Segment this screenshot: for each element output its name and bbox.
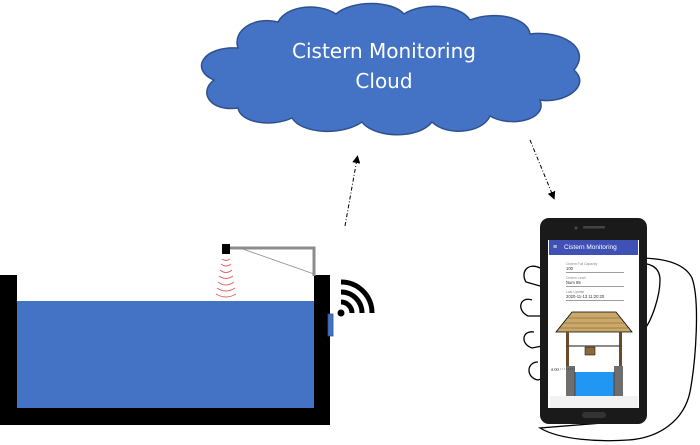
wifi-signal-icon [337, 279, 375, 317]
cloud-shape [200, 2, 581, 136]
field-level[interactable]: Cistern Level Num 95 [566, 276, 624, 287]
controller-box [327, 313, 334, 337]
field-last-update[interactable]: Last Update 2020-11-13 11:20:20 [566, 290, 624, 301]
field-label: Last Update [566, 290, 585, 294]
field-capacity[interactable]: Cistern Full Capacity 100 [566, 262, 624, 273]
field-value: Num 95 [566, 280, 624, 287]
well-level-label: 0.00 [551, 367, 559, 372]
ultrasonic-sensor-icon [222, 244, 230, 254]
well-water [575, 372, 614, 396]
sensor-mount [222, 244, 316, 276]
cistern-tank [0, 275, 334, 425]
well-illustration [550, 311, 638, 408]
field-label: Cistern Full Capacity [566, 262, 598, 266]
app-bar: ≡ Cistern Monitoring [549, 240, 638, 255]
water-body [17, 301, 314, 408]
field-value: 2020-11-13 11:20:20 [566, 294, 624, 301]
app-title: Cistern Monitoring [564, 244, 617, 251]
hamburger-menu-icon[interactable]: ≡ [553, 244, 558, 251]
download-arrow [529, 139, 556, 200]
upload-arrow [344, 155, 361, 227]
field-value: 100 [566, 266, 624, 273]
field-label: Cistern Level [566, 276, 586, 280]
sonar-waves-icon [215, 258, 237, 298]
